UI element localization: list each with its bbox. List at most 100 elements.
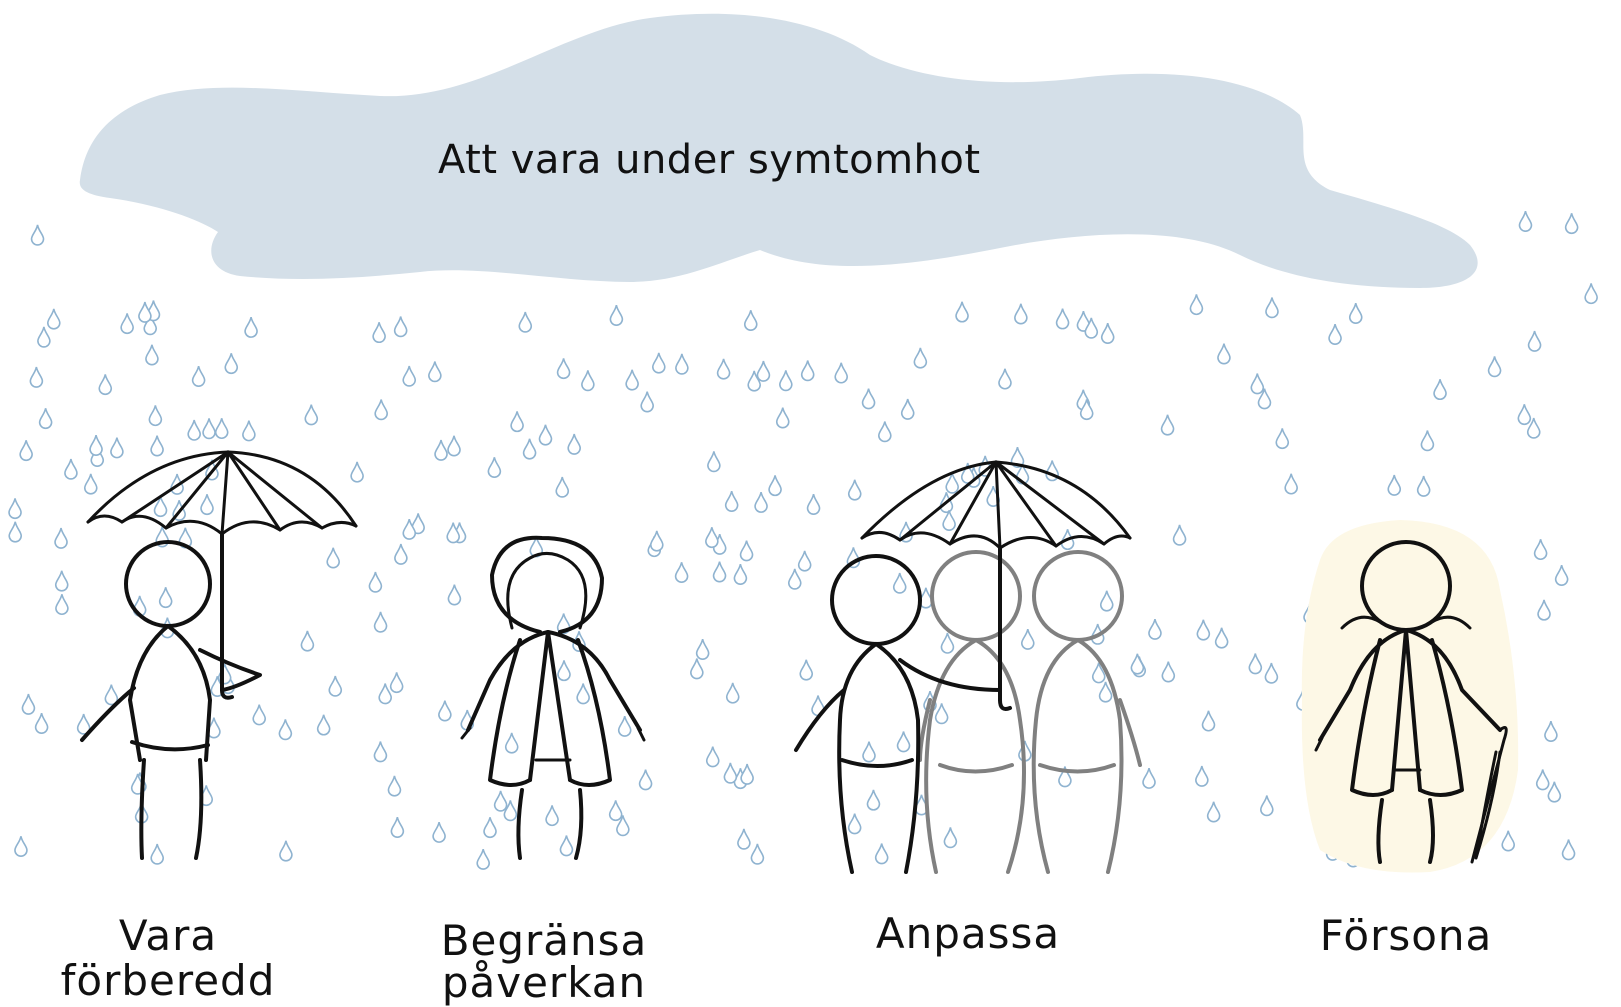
raindrop-icon bbox=[567, 433, 581, 455]
raindrop-icon bbox=[110, 437, 124, 459]
raindrop-icon bbox=[522, 438, 537, 460]
raindrop-icon bbox=[37, 326, 51, 348]
raindrop-icon bbox=[1010, 447, 1025, 468]
raindrop-icon bbox=[1100, 323, 1115, 344]
raindrop-icon bbox=[1160, 414, 1175, 436]
raindrop-icon bbox=[725, 682, 740, 704]
raindrop-icon bbox=[316, 714, 331, 736]
raindrop-icon bbox=[674, 562, 689, 583]
raindrop-icon bbox=[538, 424, 553, 446]
raindrop-icon bbox=[1172, 524, 1187, 546]
label-anpassa: Anpassa bbox=[876, 909, 1060, 958]
raindrop-icon bbox=[148, 405, 163, 427]
raindrop-icon bbox=[1487, 356, 1502, 378]
raindrop-icon bbox=[1195, 765, 1209, 787]
raindrop-icon bbox=[695, 638, 710, 660]
raindrop-icon bbox=[1142, 767, 1156, 789]
raindrop-icon bbox=[1284, 473, 1298, 495]
raindrop-icon bbox=[640, 391, 654, 413]
raindrop-icon bbox=[1189, 294, 1204, 316]
raindrop-icon bbox=[304, 404, 319, 426]
raindrop-icon bbox=[1420, 430, 1435, 452]
raindrop-icon bbox=[483, 817, 497, 839]
raindrop-icon bbox=[34, 712, 49, 734]
label-begransa-paverkan-line1: Begränsa bbox=[441, 916, 648, 965]
raindrop-icon bbox=[707, 451, 721, 473]
raindrop-icon bbox=[1501, 830, 1516, 852]
raindrop-icon bbox=[940, 632, 955, 654]
raindrop-icon bbox=[8, 498, 22, 520]
companion-figures bbox=[918, 550, 1142, 874]
raindrop-icon bbox=[779, 370, 793, 392]
raindrop-icon bbox=[55, 594, 69, 616]
raindrop-icon bbox=[716, 358, 731, 380]
raindrop-icon bbox=[1161, 661, 1176, 683]
raindrop-icon bbox=[1537, 599, 1551, 621]
raindrop-icon bbox=[737, 828, 751, 850]
raindrop-icon bbox=[1079, 399, 1094, 421]
raindrop-icon bbox=[120, 313, 134, 335]
raindrop-icon bbox=[797, 550, 812, 572]
raindrop-icon bbox=[432, 821, 446, 843]
raindrop-icon bbox=[29, 366, 44, 388]
raindrop-icon bbox=[98, 374, 113, 396]
raindrop-icon bbox=[279, 840, 293, 862]
raindrop-icon bbox=[649, 530, 664, 552]
raindrop-icon bbox=[617, 715, 632, 737]
raindrop-icon bbox=[153, 496, 168, 518]
raindrop-icon bbox=[1148, 618, 1162, 640]
label-forsona: Försona bbox=[1320, 911, 1493, 960]
raindrop-icon bbox=[847, 813, 862, 835]
raindrop-icon bbox=[625, 369, 639, 391]
raindrop-icon bbox=[800, 360, 815, 382]
raindrop-icon bbox=[754, 491, 768, 513]
raindrop-icon bbox=[64, 458, 78, 480]
raindrop-icon bbox=[54, 527, 68, 549]
raindrop-icon bbox=[447, 435, 461, 457]
raindrop-icon bbox=[21, 693, 36, 715]
person-in-raincoat-with-closed-umbrella-icon bbox=[1301, 520, 1519, 873]
raindrop-icon bbox=[394, 543, 408, 565]
raindrop-icon bbox=[214, 418, 229, 440]
raindrop-icon bbox=[943, 827, 958, 849]
raindrop-icon bbox=[576, 683, 590, 705]
raindrop-icon bbox=[998, 368, 1012, 390]
raindrop-icon bbox=[675, 353, 689, 375]
raindrop-icon bbox=[750, 843, 765, 865]
raindrop-icon bbox=[428, 361, 442, 383]
raindrop-icon bbox=[555, 476, 570, 498]
raindrop-icon bbox=[402, 518, 417, 540]
raindrop-icon bbox=[896, 731, 911, 753]
raindrop-icon bbox=[493, 790, 508, 812]
raindrop-icon bbox=[200, 494, 214, 516]
raindrop-icon bbox=[1584, 283, 1598, 305]
raindrop-icon bbox=[847, 479, 862, 501]
raindrop-icon bbox=[1099, 590, 1114, 612]
raindrop-icon bbox=[447, 584, 462, 606]
raindrop-icon bbox=[76, 713, 91, 735]
raindrop-icon bbox=[150, 435, 164, 457]
storm-cloud: Att vara under symtomhot bbox=[79, 13, 1478, 289]
cloud-title: Att vara under symtomhot bbox=[438, 137, 981, 183]
raindrop-icon bbox=[1020, 628, 1035, 650]
raindrop-icon bbox=[1275, 428, 1290, 450]
raindrop-icon bbox=[476, 848, 490, 870]
raindrop-icon bbox=[402, 365, 417, 387]
raindrop-icon bbox=[202, 418, 216, 440]
raindrop-icon bbox=[150, 843, 164, 865]
raindrop-icon bbox=[799, 659, 814, 681]
raindrop-icon bbox=[1547, 781, 1562, 803]
raindrop-icon bbox=[743, 310, 758, 331]
raindrop-icon bbox=[368, 571, 383, 593]
raindrop-icon bbox=[878, 421, 892, 443]
raindrop-icon bbox=[374, 399, 388, 421]
raindrop-icon bbox=[556, 358, 571, 380]
raindrop-icon bbox=[1348, 303, 1363, 324]
raindrop-icon bbox=[1564, 213, 1579, 235]
raindrop-icon bbox=[504, 732, 519, 754]
raindrop-icon bbox=[1544, 720, 1558, 742]
raindrop-icon bbox=[1526, 417, 1541, 439]
raindrop-icon bbox=[326, 547, 340, 569]
person-in-hooded-raincoat-icon bbox=[460, 535, 646, 860]
